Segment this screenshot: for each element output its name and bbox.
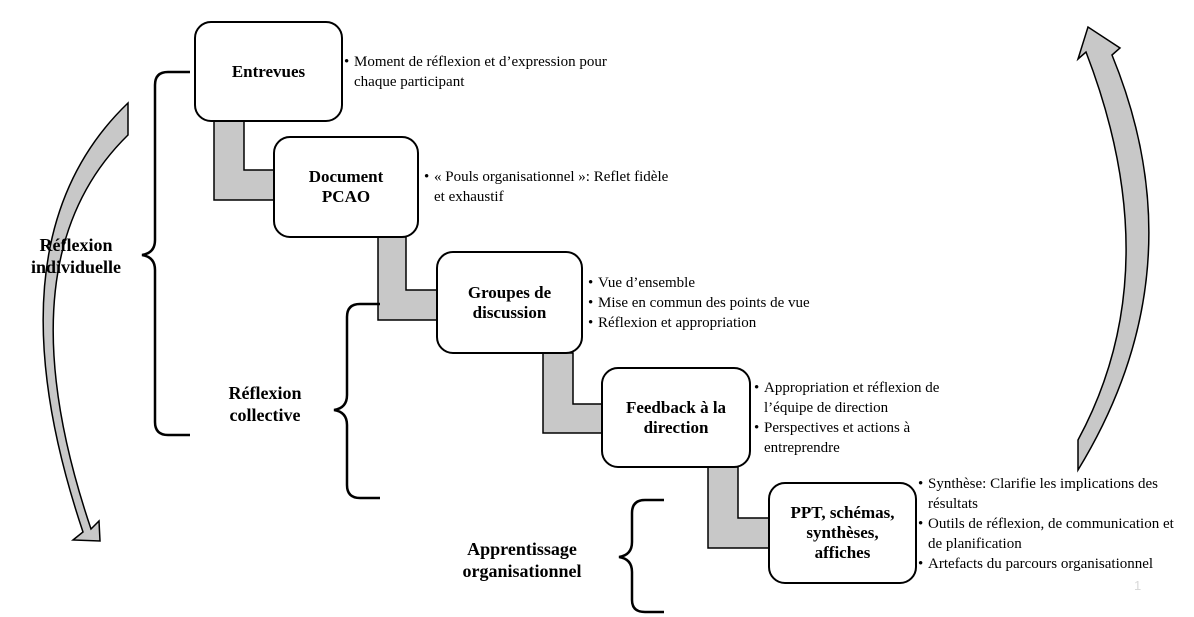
step-box-feedback [601,367,751,468]
note-item: Artefacts du parcours organisationnel [918,554,1176,574]
right-curved-arrow [1076,25,1150,473]
note-item: Synthèse: Clarifie les implications des … [918,474,1176,514]
step-notes-entrevues: Moment de réflexion et d’expression pour… [344,52,624,92]
connectors [213,119,771,549]
brace-individual [141,70,190,437]
step-box-ppt [768,482,917,584]
note-item: Moment de réflexion et d’expression pour… [344,52,624,92]
connector-3-4 [542,352,604,434]
brace-organizational [618,498,664,614]
step-notes-feedback: Appropriation et réflexion de l’équipe d… [754,378,982,458]
step-title-feedback: Feedback à la direction [625,397,727,437]
note-item: Mise en commun des points de vue [588,293,863,313]
step-box-document [273,136,419,238]
step-boxes [194,21,917,584]
note-item: Réflexion et appropriation [588,313,863,333]
note-item: Perspectives et actions à entreprendre [754,418,982,458]
note-item: Appropriation et réflexion de l’équipe d… [754,378,982,418]
group-label-individual: Réflexion individuelle [30,235,122,277]
note-item: « Pouls organisationnel »: Reflet fidèle… [424,167,679,207]
left-curved-arrow [42,101,129,542]
note-item: Vue d’ensemble [588,273,863,293]
step-notes-groupes: Vue d’ensemble Mise en commun des points… [588,273,863,333]
step-title-ppt: PPT, schémas, synthèses, affiches [790,503,895,562]
step-notes-ppt: Synthèse: Clarifie les implications des … [918,474,1176,574]
step-title-entrevues: Entrevues [231,61,306,81]
step-notes-document: « Pouls organisationnel »: Reflet fidèle… [424,167,679,207]
connector-2-3 [377,236,439,321]
step-box-entrevues [194,21,343,122]
brace-collective [333,302,380,500]
slide-number: 1 [1134,578,1142,593]
group-label-collective: Réflexion collective [228,383,302,425]
connector-1-2 [213,119,277,201]
connector-4-5 [707,466,771,549]
note-item: Outils de réflexion, de communication et… [918,514,1176,554]
step-title-document: Document PCAO [308,167,384,206]
step-title-groupes: Groupes de discussion [467,282,552,322]
group-label-organizational: Apprentissage organisationnel [462,539,582,581]
step-box-groupes [436,251,583,354]
braces [141,70,664,614]
